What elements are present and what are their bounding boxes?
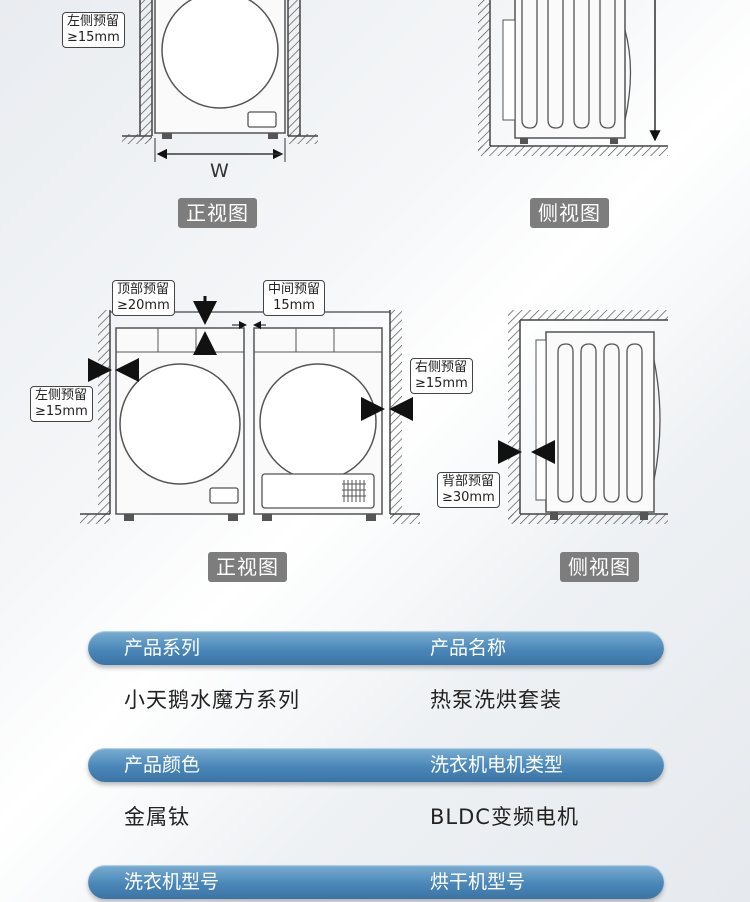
front-view-caption-bottom: 正视图 (208, 552, 287, 582)
spec-value-color: 金属钛 (124, 805, 190, 829)
left-clearance-note-bottom: 左侧预留 ≥15mm (30, 386, 93, 422)
front-view-caption-top: 正视图 (178, 198, 257, 228)
left-clearance-note-top: 左侧预留 ≥15mm (62, 12, 125, 48)
spec-label-name: 产品名称 (430, 637, 507, 659)
spec-label-dryer-model: 烘干机型号 (430, 871, 526, 893)
spec-label-washer-model: 洗衣机型号 (124, 871, 220, 893)
bottom-side-view (498, 310, 668, 524)
spec-header-color-motor: 产品颜色 洗衣机电机类型 (88, 748, 664, 782)
spec-value-name: 热泵洗烘套装 (430, 688, 562, 712)
spec-header-models: 洗衣机型号 烘干机型号 (88, 865, 664, 899)
back-clearance-note: 背部预留 ≥30mm (437, 472, 500, 508)
top-clearance-note: 顶部预留 ≥20mm (112, 280, 175, 316)
spec-value-motor: BLDC变频电机 (430, 805, 579, 829)
top-side-view (478, 0, 668, 156)
spec-label-motor: 洗衣机电机类型 (430, 754, 564, 776)
spec-value-series: 小天鹅水魔方系列 (124, 688, 300, 712)
spec-label-series: 产品系列 (124, 637, 201, 659)
spec-label-color: 产品颜色 (124, 754, 201, 776)
spec-header-series-name: 产品系列 产品名称 (88, 631, 664, 665)
top-front-view (122, 0, 318, 162)
right-clearance-note: 右侧预留 ≥15mm (410, 358, 473, 394)
width-label: W (210, 160, 229, 182)
side-view-caption-bottom: 侧视图 (560, 552, 639, 582)
installation-diagram (80, 0, 668, 524)
bottom-front-view (80, 296, 420, 524)
middle-clearance-note: 中间预留 15mm (263, 280, 326, 316)
side-view-caption-top: 侧视图 (530, 198, 609, 228)
